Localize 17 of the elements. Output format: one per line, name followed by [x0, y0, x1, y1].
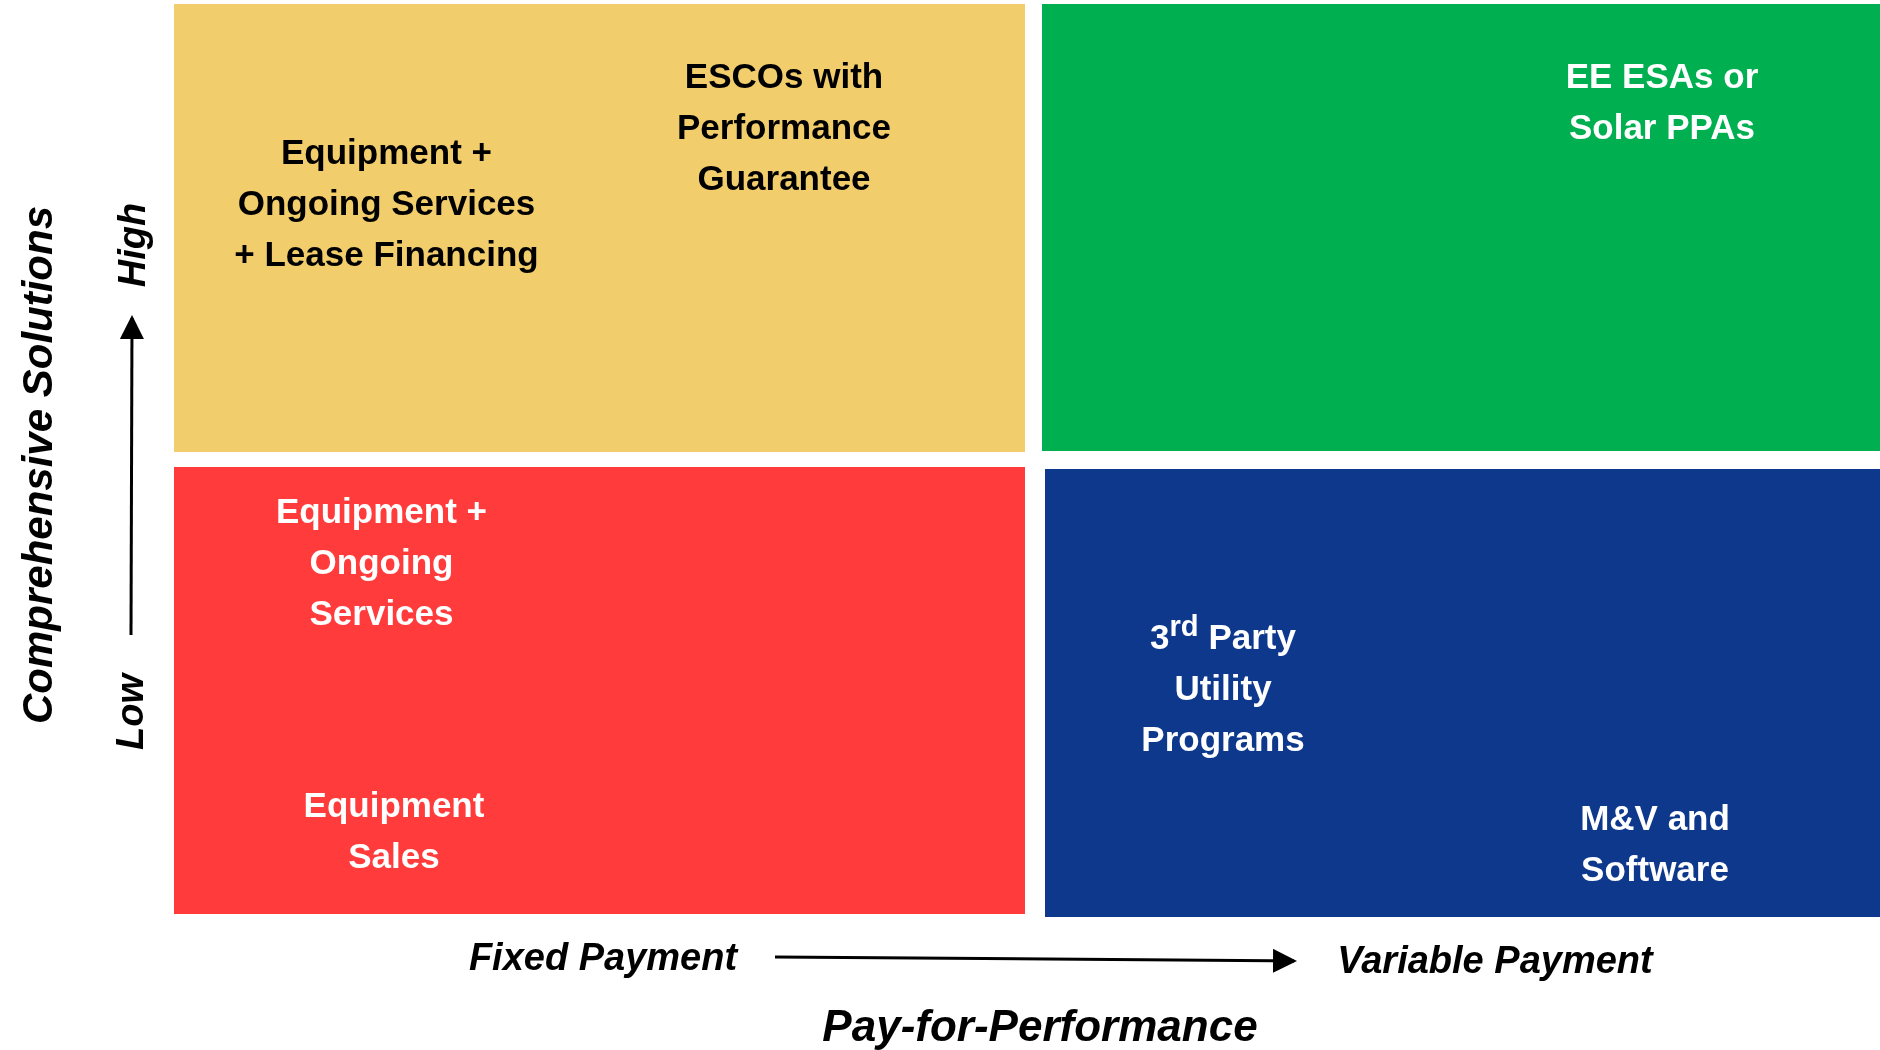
quadrant-label: Equipment + Ongoing Services: [275, 490, 488, 634]
quadrant-label: Equipment + Ongoing Services + Lease Financing: [234, 131, 539, 275]
quadrant-label: Equipment Sales: [302, 784, 486, 877]
quadrant: [174, 4, 1025, 452]
axis-label: Variable Payment: [1337, 938, 1653, 982]
quadrant: [1045, 469, 1880, 917]
quadrant-label: ESCOs with Performance Guarantee: [676, 55, 892, 199]
quadrant: [174, 467, 1025, 914]
quadrant-label: M&V and Software: [1579, 797, 1731, 890]
quadrant: [1042, 4, 1880, 451]
quadrant-label: EE ESAs or Solar PPAs: [1564, 55, 1760, 148]
axis-title: Pay-for-Performance: [822, 1001, 1258, 1050]
axis-title: Comprehensive Solutions: [14, 205, 62, 725]
quadrant-label: 3$^{rd}$ Party Utility Programs: [1140, 609, 1306, 760]
axis-label: Low: [108, 674, 152, 750]
axis-label: High: [110, 202, 154, 288]
axis-label: Fixed Payment: [468, 935, 738, 979]
